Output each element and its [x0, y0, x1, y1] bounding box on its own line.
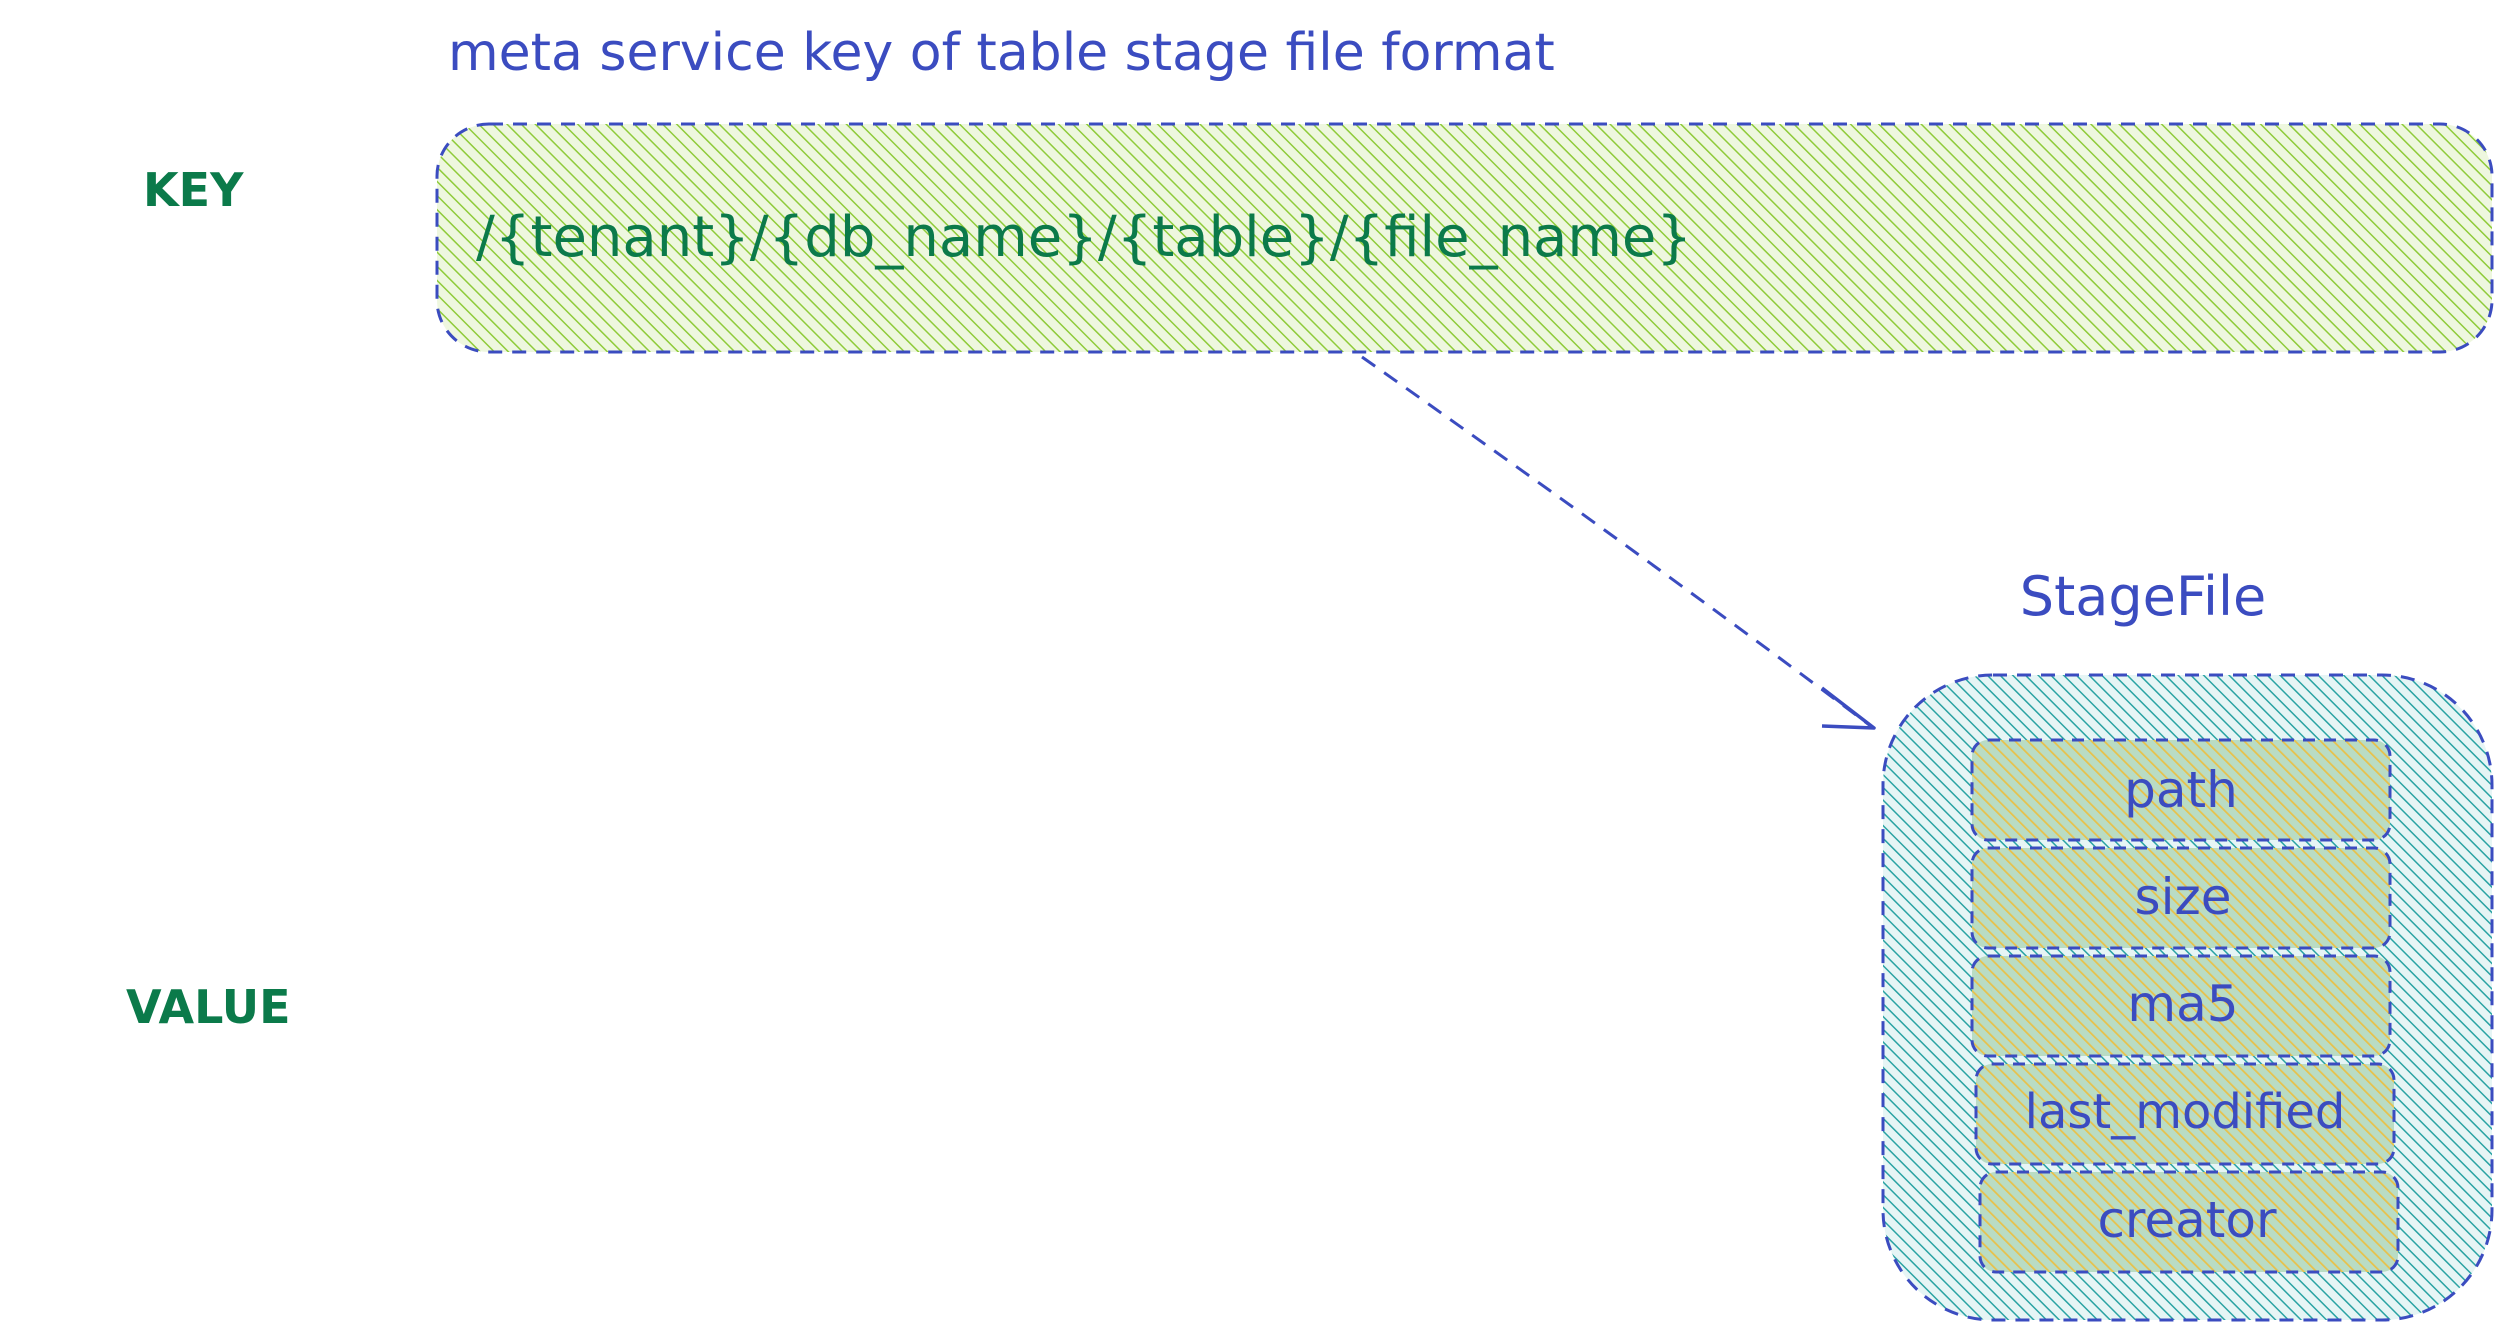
struct-name: StageFile	[2020, 565, 2266, 628]
field-box	[1970, 738, 2392, 842]
key-label: KEY	[143, 163, 244, 217]
field-row-path: path	[1970, 738, 2392, 842]
field-label: creator	[2097, 1191, 2277, 1249]
key-format-text: /{tenant}/{db_name}/{table}/{file_name}	[476, 205, 1692, 270]
key-format-box	[435, 122, 2494, 354]
value-label: VALUE	[126, 980, 291, 1034]
field-row-size: size	[1970, 846, 2392, 950]
arrow-head-icon	[1820, 686, 1876, 730]
field-label: path	[2124, 761, 2238, 819]
key-to-value-arrow	[1361, 355, 1873, 729]
field-label: last_modified	[2025, 1084, 2346, 1140]
field-row-ma5: ma5	[1970, 954, 2392, 1058]
field-label: ma5	[2127, 975, 2238, 1033]
field-box	[1978, 1170, 2400, 1274]
field-box	[1974, 1062, 2396, 1166]
field-label: size	[2135, 868, 2232, 926]
diagram-title: meta service key of table stage file for…	[448, 23, 1555, 83]
field-row-last-modified: last_modified	[1974, 1062, 2396, 1166]
field-box	[1970, 954, 2392, 1058]
field-box	[1970, 846, 2392, 950]
field-row-creator: creator	[1978, 1170, 2400, 1274]
